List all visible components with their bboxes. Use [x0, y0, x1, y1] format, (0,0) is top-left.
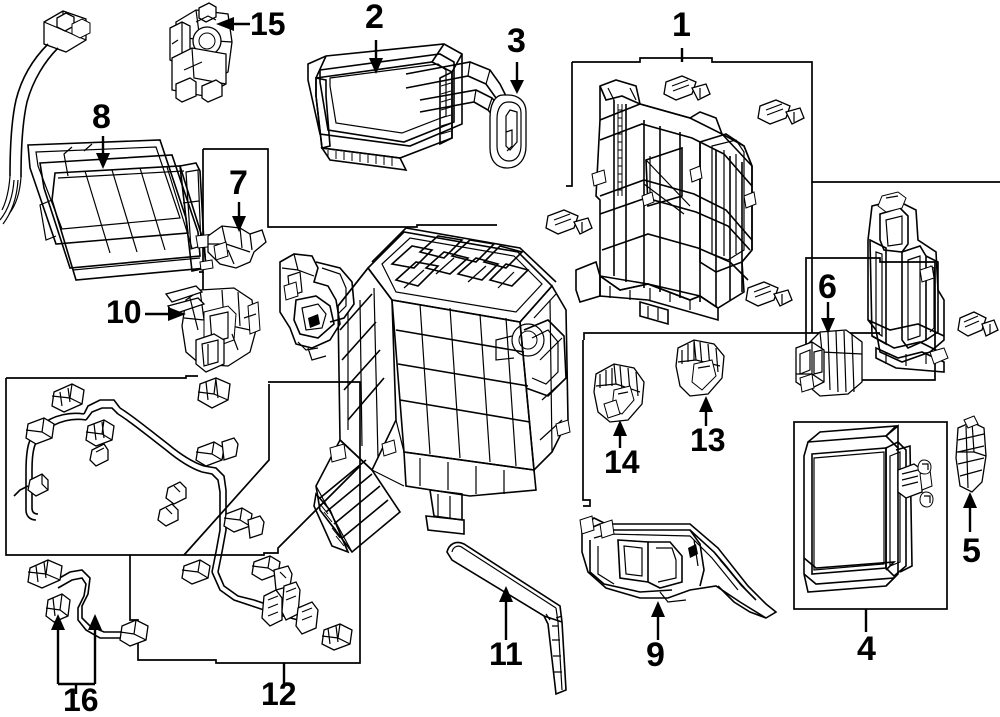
part-7-control-link — [207, 225, 267, 269]
callout-leader-9 — [651, 601, 665, 640]
callout-label-13[interactable]: 13 — [690, 422, 726, 458]
group-box-7 — [199, 148, 497, 290]
callout-label-6[interactable]: 6 — [818, 268, 837, 306]
harness-clip — [197, 377, 231, 409]
callout-label-10[interactable]: 10 — [106, 294, 142, 330]
part-10-air-mix-motor — [164, 285, 261, 373]
callout-label-12[interactable]: 12 — [261, 676, 297, 712]
screw — [545, 209, 593, 235]
callout-leader-6 — [821, 302, 835, 334]
part-14-actuator-motor — [593, 363, 645, 423]
callout-leader-15 — [216, 17, 250, 31]
callout-label-3[interactable]: 3 — [507, 22, 526, 60]
group-box-1 — [566, 57, 1000, 340]
callout-leader-3 — [510, 62, 524, 94]
callout-label-1[interactable]: 1 — [672, 6, 691, 44]
callout-leader-7 — [232, 202, 246, 232]
callout-label-5[interactable]: 5 — [962, 532, 981, 570]
callout-leader-13 — [699, 396, 713, 426]
callout-label-11[interactable]: 11 — [489, 636, 523, 672]
callout-leader-16 — [51, 614, 102, 694]
part-1-heater-case — [545, 75, 805, 326]
part-15-expansion-valve — [169, 2, 233, 103]
right-case-bracket — [867, 191, 999, 373]
callout-leader-14 — [613, 420, 627, 448]
part-11-drain-hose — [446, 541, 567, 696]
part-12-wire-harness — [13, 383, 353, 651]
part-5-insulator — [955, 415, 987, 493]
group-box-12 — [129, 381, 361, 684]
group-box-16 — [5, 375, 198, 556]
part-2-heater-core — [307, 43, 511, 171]
callout-label-2[interactable]: 2 — [365, 0, 384, 36]
part-6-power-transistor — [795, 329, 863, 397]
group-box-4 — [793, 421, 948, 632]
part-16-sub-harness — [27, 559, 149, 647]
callout-leader-8 — [96, 136, 110, 169]
screw — [757, 99, 805, 125]
callout-leader-5 — [963, 492, 977, 532]
group-box-main — [183, 340, 591, 556]
callout-leader-11 — [499, 586, 513, 640]
callout-label-4[interactable]: 4 — [857, 630, 876, 668]
mid-left-bracket — [279, 253, 355, 361]
part-9-duct-bracket — [579, 515, 778, 619]
callout-label-15[interactable]: 15 — [250, 6, 286, 42]
part-8-cabin-air-filter — [0, 10, 217, 281]
callout-leader-10 — [145, 307, 186, 321]
callout-label-9[interactable]: 9 — [646, 636, 665, 674]
part-13-actuator-motor — [675, 339, 725, 397]
callout-leader-2 — [369, 40, 383, 74]
callout-label-7[interactable]: 7 — [229, 164, 248, 202]
part-4-evaporator — [803, 424, 934, 593]
screw — [957, 311, 999, 337]
callout-label-8[interactable]: 8 — [92, 98, 111, 136]
screw — [745, 281, 793, 307]
screw — [663, 75, 711, 101]
callout-label-16[interactable]: 16 — [63, 682, 99, 717]
central-hvac-unit — [313, 227, 571, 554]
callout-label-14[interactable]: 14 — [604, 444, 640, 480]
part-3-grommet — [489, 94, 527, 169]
